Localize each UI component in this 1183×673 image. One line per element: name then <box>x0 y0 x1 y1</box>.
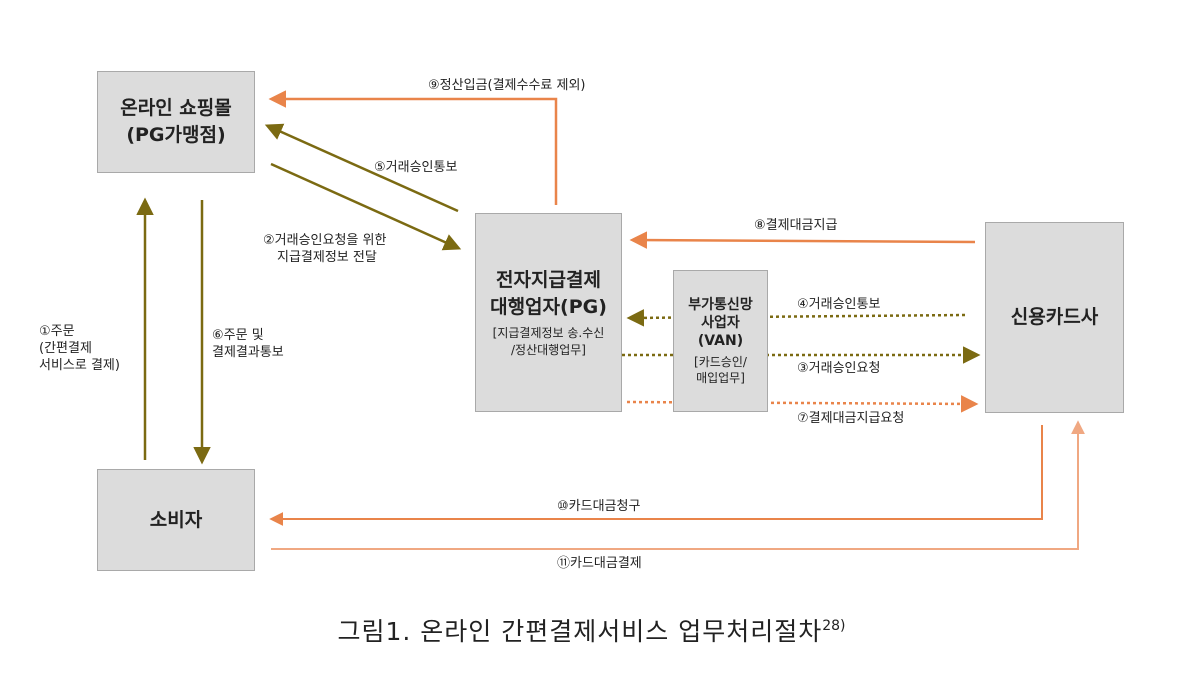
pg-name-line1: 전자지급결제 <box>496 268 601 291</box>
label-f4: ④거래승인통보 <box>797 297 881 312</box>
van-name-line1: 부가통신망 <box>688 297 753 313</box>
consumer-name: 소비자 <box>149 508 203 531</box>
online-shop-subtitle: (PG가맹점) <box>126 124 226 146</box>
van-box: 부가통신망 사업자 (VAN) [카드승인/ 매입업무] <box>673 270 768 412</box>
pg-name-line2: 대행업자(PG) <box>490 295 607 318</box>
label-f2: ②거래승인요청을 위한 지급결제정보 전달 <box>263 232 386 266</box>
label-f8: ⑧결제대금지급 <box>754 218 838 233</box>
van-role: [카드승인/ 매입업무] <box>694 354 747 386</box>
consumer-box: 소비자 <box>97 469 255 571</box>
label-f3: ③거래승인요청 <box>797 361 881 376</box>
label-f1-line3: 서비스로 결제) <box>39 358 120 373</box>
van-role-line2: 매입업무] <box>696 371 745 385</box>
van-name-line3: (VAN) <box>697 333 744 349</box>
label-f1-line1: ①주문 <box>39 324 75 339</box>
arrow-settlement <box>268 90 558 205</box>
label-f2-line2: 지급결제정보 전달 <box>277 250 377 265</box>
arrow-payment-request <box>626 395 979 413</box>
arrow-approval-request-info <box>270 162 462 251</box>
card-company-box: 신용카드사 <box>985 222 1124 413</box>
online-shop-name: 온라인 쇼핑몰 <box>120 97 232 119</box>
label-f2-line1: ②거래승인요청을 위한 <box>263 233 387 248</box>
arrow-payment <box>629 231 976 249</box>
label-f6-line2: 결제결과통보 <box>212 345 284 360</box>
arrow-approval-notice-shop <box>264 123 459 213</box>
arrow-approval-notice-pg <box>626 309 966 327</box>
label-f1: ①주문 (간편결제 서비스로 결제) <box>39 323 120 374</box>
pg-role: [지급결제정보 송.수신 /정산대행업무] <box>493 325 605 359</box>
pg-role-line2: /정산대행업무] <box>511 342 586 357</box>
van-name-line2: 사업자 <box>701 315 740 331</box>
label-f10: ⑩카드대금청구 <box>557 499 641 514</box>
label-f11: ⑪카드대금결제 <box>557 556 642 571</box>
van-role-line1: [카드승인/ <box>694 355 747 369</box>
pg-role-line1: [지급결제정보 송.수신 <box>492 325 605 340</box>
arrow-card-payment <box>271 420 1085 550</box>
label-f5: ⑤거래승인통보 <box>374 160 458 175</box>
caption-footnote: 28) <box>822 618 846 634</box>
caption-text: 그림1. 온라인 간편결제서비스 업무처리절차 <box>337 617 823 646</box>
online-shop-box: 온라인 쇼핑몰 (PG가맹점) <box>97 71 255 173</box>
pg-box: 전자지급결제 대행업자(PG) [지급결제정보 송.수신 /정산대행업무] <box>475 213 622 412</box>
label-f1-line2: (간편결제 <box>39 341 92 356</box>
label-f6: ⑥주문 및 결제결과통보 <box>212 327 284 361</box>
label-f6-line1: ⑥주문 및 <box>212 328 264 343</box>
arrow-card-billing <box>269 425 1043 526</box>
figure-caption: 그림1. 온라인 간편결제서비스 업무처리절차28) <box>0 612 1183 648</box>
label-f7: ⑦결제대금지급요청 <box>797 411 905 426</box>
label-f9: ⑨정산입금(결제수수료 제외) <box>428 78 586 93</box>
card-company-name: 신용카드사 <box>1010 306 1099 328</box>
